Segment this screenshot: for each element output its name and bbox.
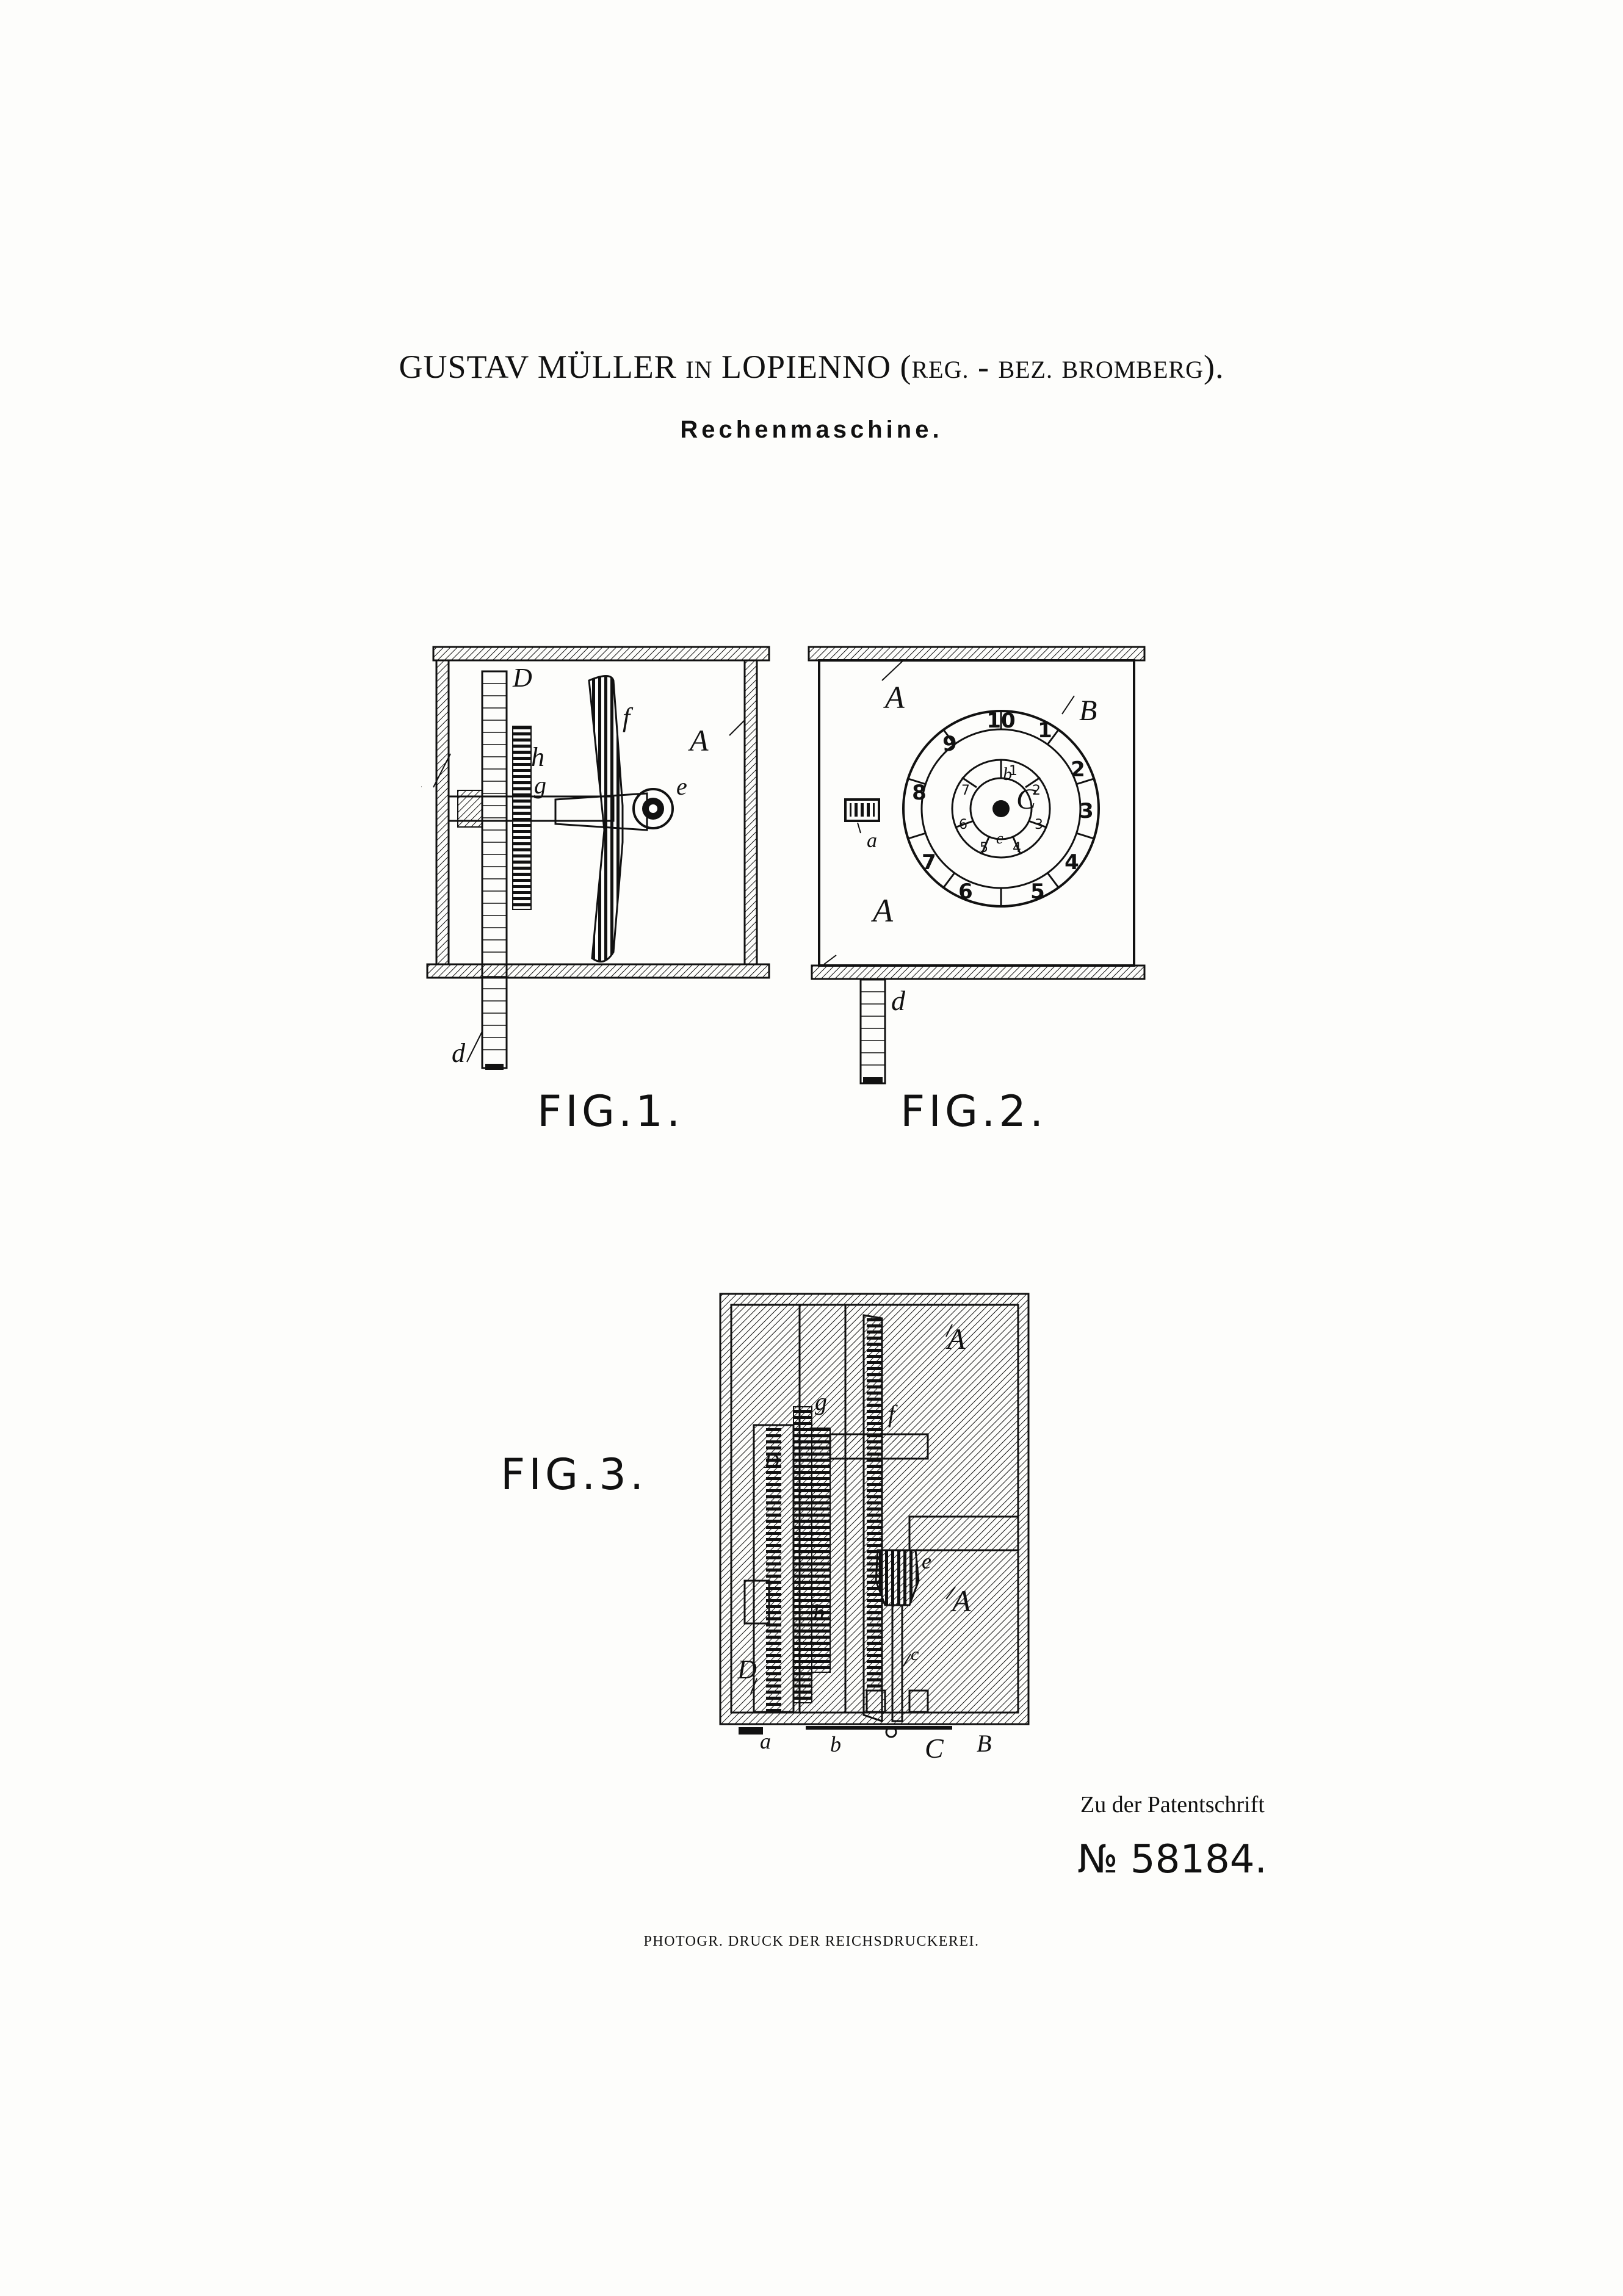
patent-reference-caption: Zu der Patentschrift (1080, 1792, 1265, 1818)
dial-inner-4: 4 (1013, 840, 1021, 856)
fig1-label-d: d (452, 1038, 466, 1068)
fig2-label-A-bottom: A (871, 892, 894, 929)
fig3-label-D-bot: D (737, 1655, 757, 1684)
fig1-label-g: g (534, 771, 546, 799)
figure-1-caption: FIG.1. (537, 1086, 684, 1136)
dial-outer-8: 8 (912, 781, 927, 805)
figure-2-drawing: 10 1 2 3 4 5 6 7 8 9 1 2 3 4 5 6 7 A A B… (808, 646, 1146, 1085)
dial-outer-5: 5 (1030, 879, 1045, 904)
dial-inner-2: 2 (1032, 783, 1041, 798)
region-close: ). (1203, 348, 1224, 385)
figure-1-drawing: A A D h g f e d (421, 646, 770, 1070)
dial-outer-2: 2 (1071, 757, 1085, 782)
patent-header-title: GUSTAV MÜLLER IN LOPIENNO (REG. - BEZ. B… (0, 348, 1623, 386)
fig1-label-f: f (623, 702, 634, 732)
figure-3-drawing: A A g f D D e h c a b C B (719, 1293, 1030, 1764)
dial-inner-3: 3 (1035, 817, 1043, 832)
region-bez: BEZ. (998, 356, 1053, 383)
dial-outer-7: 7 (922, 850, 936, 875)
printer-imprint: PHOTOGR. DRUCK DER REICHSDRUCKEREI. (643, 1933, 980, 1949)
dial-outer-4: 4 (1065, 850, 1079, 875)
inventor-first-name: GUSTAV (399, 348, 529, 385)
fig3-label-c: c (911, 1644, 919, 1664)
fig2-label-B: B (1079, 695, 1097, 727)
fig1-label-A-left: A (421, 760, 422, 794)
dial-outer-1: 1 (1038, 718, 1052, 743)
fig3-label-D-top: D (764, 1450, 779, 1473)
fig2-label-c: c (996, 829, 1003, 847)
fig2-label-A-top: A (883, 680, 905, 715)
dial-inner-1: 1 (1009, 764, 1018, 779)
patent-number: № 58184. (1077, 1837, 1267, 1882)
figure-3-caption: FIG.3. (501, 1449, 648, 1500)
fig3-label-A-mid: A (950, 1584, 971, 1618)
region-city: BROMBERG (1061, 356, 1204, 383)
fig3-label-C: C (925, 1733, 944, 1764)
fig3-label-B: B (977, 1730, 991, 1757)
fig1-label-e: e (676, 773, 687, 800)
dial-outer-3: 3 (1079, 799, 1094, 823)
fig1-label-h: h (531, 742, 544, 772)
fig3-label-A-top: A (945, 1323, 966, 1356)
fig2-label-C: C (1016, 783, 1036, 815)
region-open: ( (900, 348, 912, 385)
inventor-last-name: MÜLLER (537, 348, 677, 385)
figure-2-caption: FIG.2. (900, 1086, 1047, 1136)
fig3-label-h: h (813, 1600, 825, 1626)
fig3-label-a: a (760, 1729, 771, 1753)
dial-inner-5: 5 (980, 840, 988, 856)
region-reg: REG. (911, 356, 969, 383)
region-sep: - (969, 348, 999, 385)
fig1-label-D: D (512, 663, 532, 693)
connector-in: IN (685, 356, 713, 383)
fig2-label-d: d (891, 985, 906, 1016)
dial-outer-9: 9 (942, 732, 957, 756)
fig3-label-b: b (830, 1732, 841, 1756)
fig3-label-g: g (815, 1388, 827, 1415)
invention-title: Rechenmaschine. (680, 416, 943, 443)
dial-outer-6: 6 (958, 879, 973, 904)
dial-inner-6: 6 (959, 817, 967, 832)
inventor-place: LOPIENNO (721, 348, 891, 385)
fig1-label-A-right: A (688, 723, 709, 757)
dial-outer-10: 10 (986, 709, 1015, 733)
fig2-label-a: a (867, 829, 877, 852)
dial-inner-7: 7 (961, 783, 970, 798)
fig2-label-b: b (1003, 764, 1012, 784)
fig3-label-e: e (922, 1549, 931, 1573)
